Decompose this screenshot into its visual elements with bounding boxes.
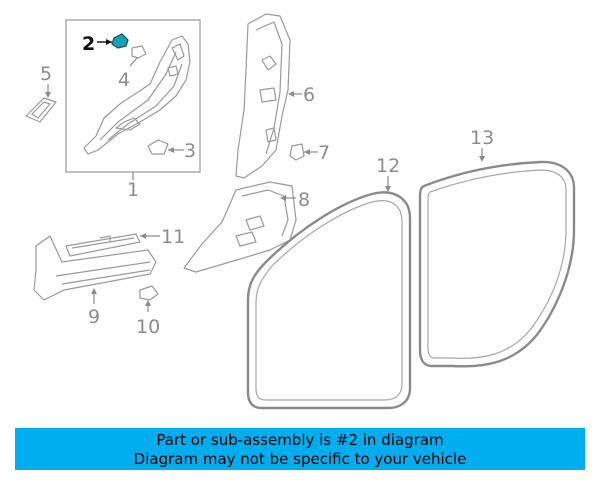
parts-diagram: 4 2 3 1 5 6 7	[25, 13, 576, 410]
clip-part-3[interactable]	[147, 139, 169, 155]
callout-1-label: 1	[127, 179, 139, 201]
lower-pillar-trim-part-8[interactable]	[183, 181, 297, 273]
callout-9-arrowhead	[91, 288, 97, 294]
door-seal-part-13[interactable]	[418, 160, 576, 368]
callout-5-arrowhead	[45, 92, 51, 98]
info-banner: Part or sub-assembly is #2 in diagram Di…	[15, 428, 585, 470]
callout-4-label: 4	[118, 69, 130, 91]
part-2-shape	[111, 33, 129, 49]
bracket-part-5[interactable]	[25, 97, 57, 123]
callout-6-arrowhead	[288, 91, 294, 97]
callout-9-label: 9	[88, 306, 100, 328]
callout-2-label: 2	[82, 33, 95, 55]
callout-12-arrowhead	[385, 186, 391, 192]
callout-12-label: 12	[376, 155, 400, 177]
banner-line-2: Diagram may not be specific to your vehi…	[133, 450, 467, 468]
highlighted-part-2[interactable]	[111, 33, 129, 49]
b-pillar-trim-part-6[interactable]	[235, 13, 291, 179]
callout-3-arrowhead	[168, 147, 174, 153]
callout-8-label: 8	[298, 189, 310, 211]
callout-13-label: 13	[470, 127, 494, 149]
clip-part-4[interactable]	[131, 45, 147, 59]
callout-8-arrowhead	[280, 195, 286, 201]
clip-part-10[interactable]	[139, 285, 159, 301]
scuff-plate-part-11[interactable]	[65, 233, 141, 257]
sill-trim-part-9[interactable]	[33, 235, 157, 301]
callout-6-label: 6	[303, 84, 315, 106]
callout-7-label: 7	[318, 142, 330, 164]
door-seal-part-12[interactable]	[246, 191, 412, 410]
callout-2-arrowhead	[106, 39, 112, 45]
callout-13-arrowhead	[479, 156, 485, 162]
callout-11-arrowhead	[140, 233, 146, 239]
a-pillar-trim-part[interactable]	[83, 35, 191, 155]
callout-10-label: 10	[136, 316, 160, 338]
callout-11-label: 11	[161, 226, 185, 248]
callout-10-arrowhead	[145, 300, 151, 306]
clip-part-7[interactable]	[289, 143, 305, 161]
callout-3-label: 3	[184, 140, 196, 162]
callout-5-label: 5	[40, 63, 52, 85]
callout-4-leader	[129, 57, 138, 67]
banner-line-1: Part or sub-assembly is #2 in diagram	[156, 431, 444, 449]
callout-7-arrowhead	[304, 149, 310, 155]
